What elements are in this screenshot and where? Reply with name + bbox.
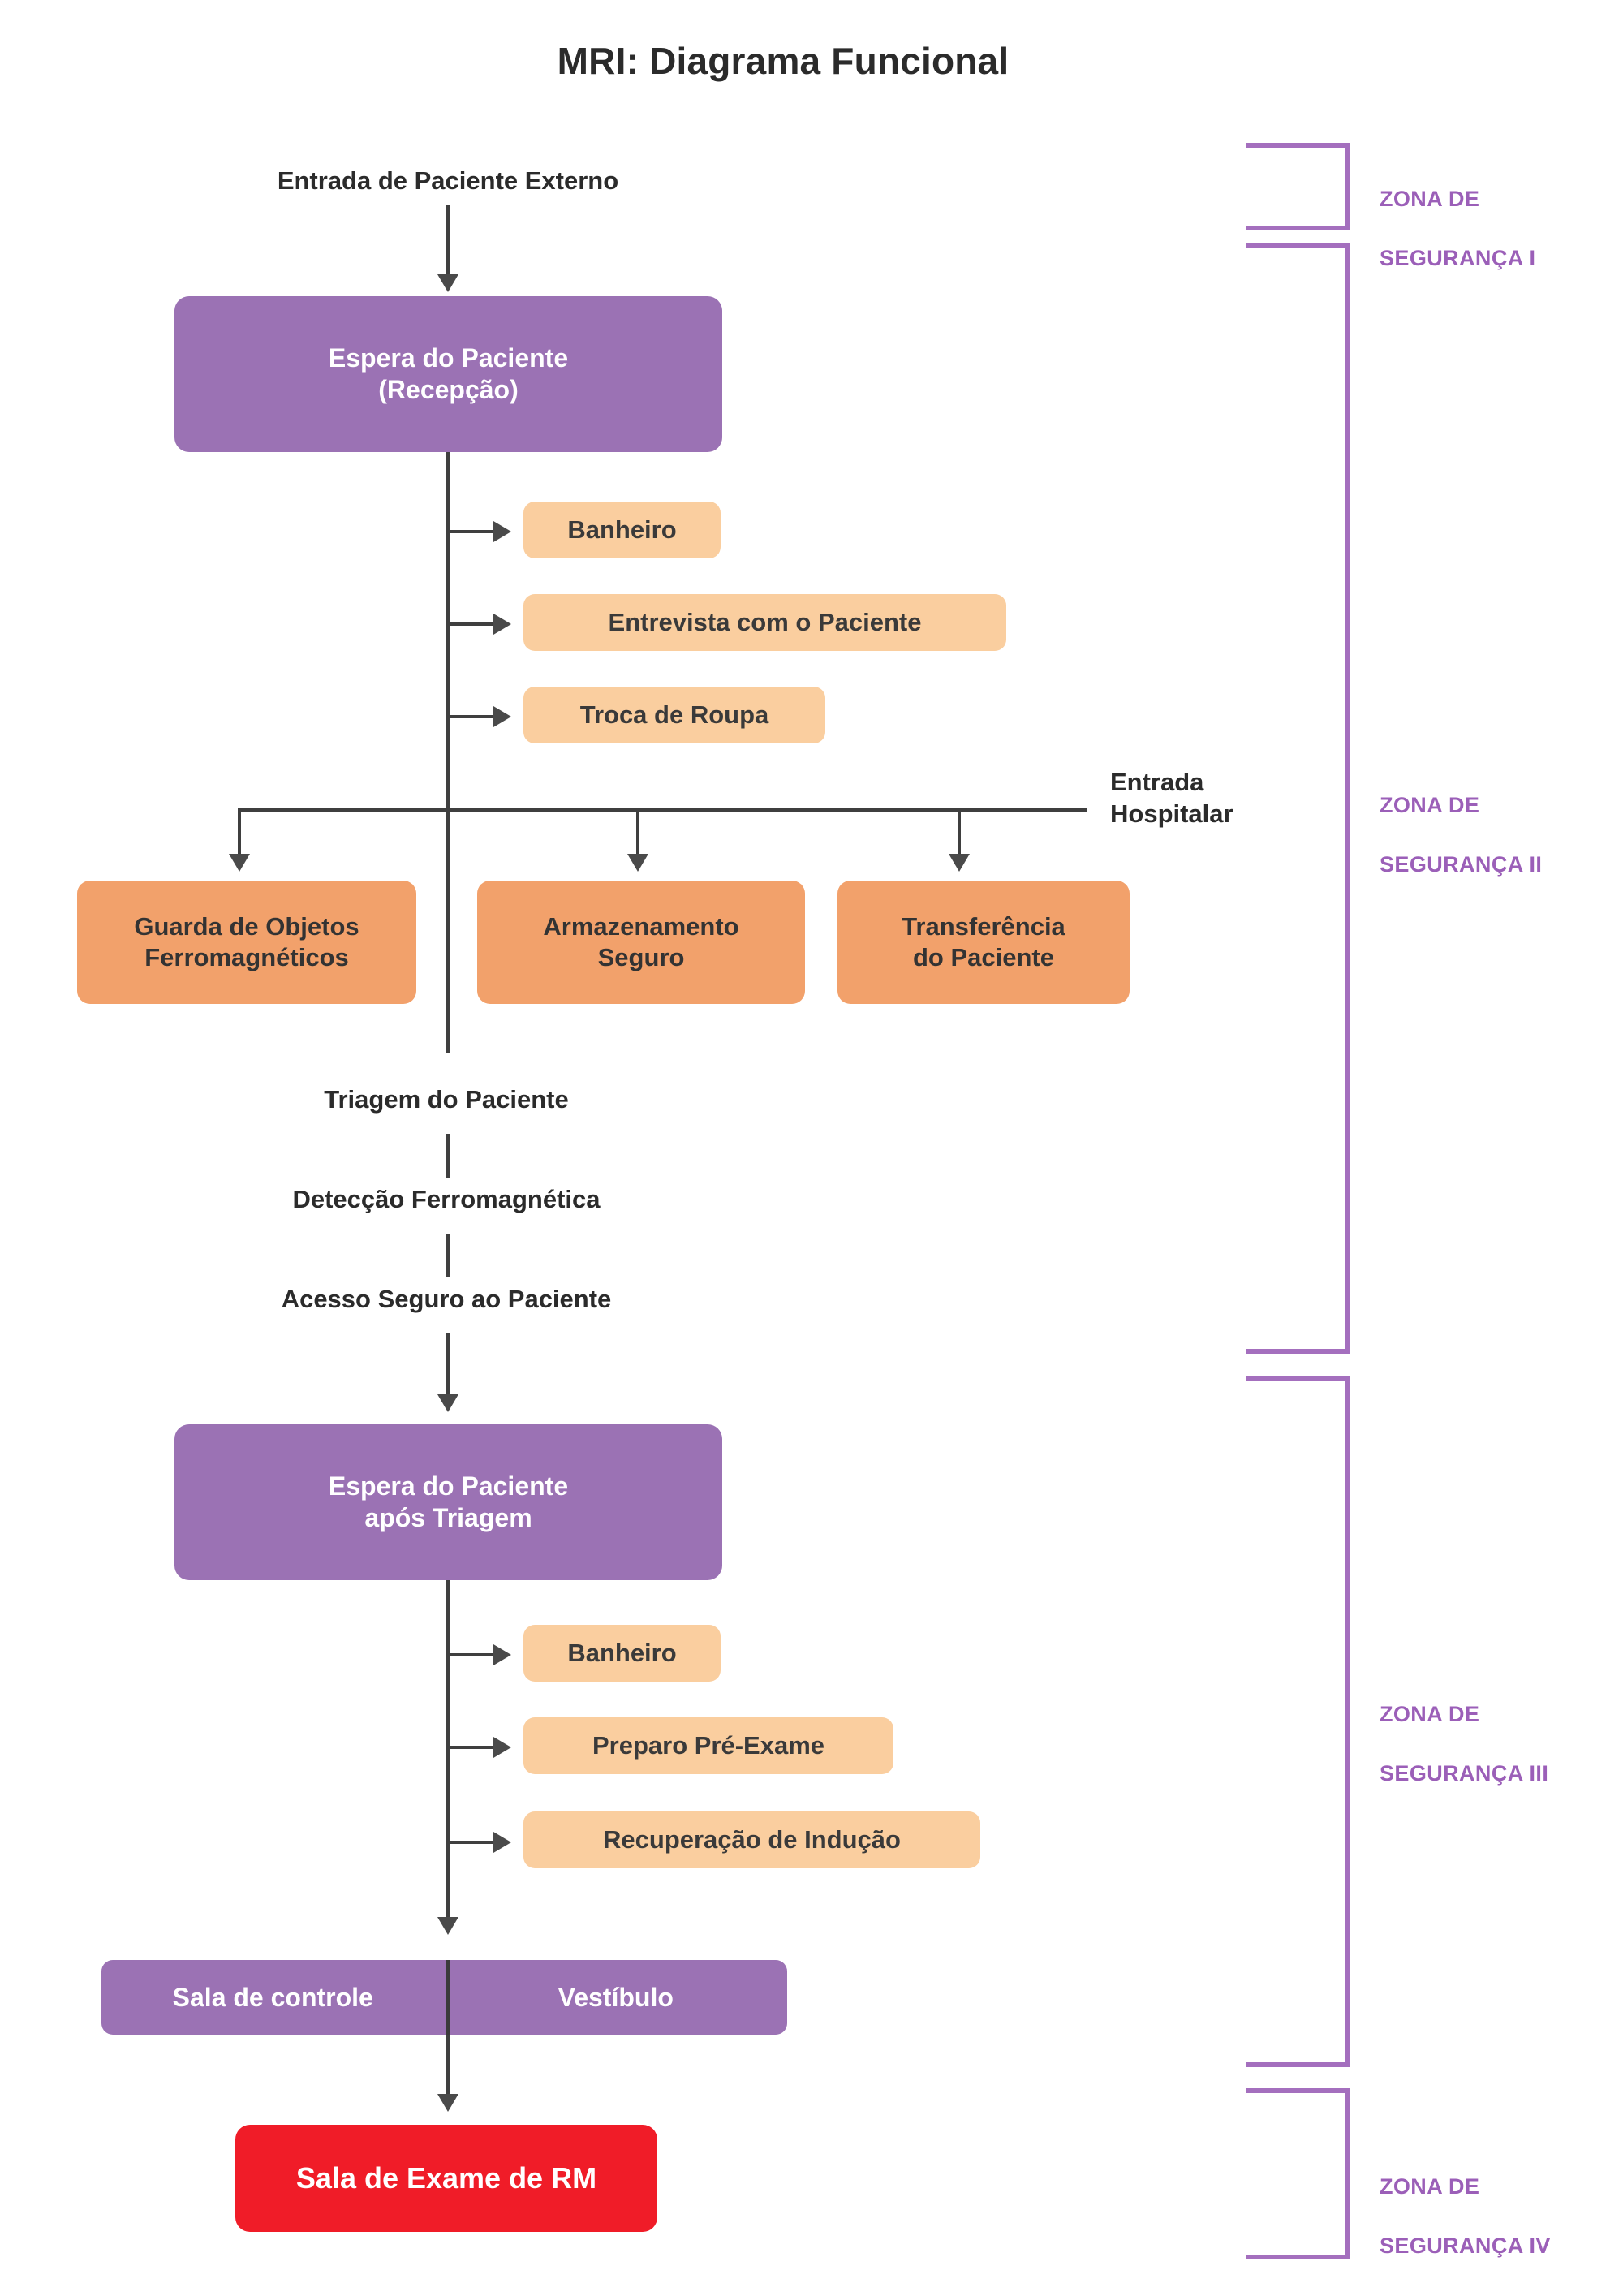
connector-splitbar-through <box>446 1960 450 2035</box>
node-post-screening-line1: Espera do Paciente <box>328 1471 569 1501</box>
screening-step-triagem: Triagem do Paciente <box>324 1085 569 1114</box>
connector-branch-preparo <box>446 1746 502 1749</box>
arrow-screening-to-post <box>437 1394 458 1412</box>
zone-label-4: ZONA DE SEGURANÇA IV <box>1380 2143 1551 2261</box>
arrow-drop-armazenamento <box>627 854 648 872</box>
zone-label-line1: ZONA DE <box>1380 793 1480 818</box>
node-reception-branch-troca[interactable]: Troca de Roupa <box>523 687 825 743</box>
connector-entry-to-reception <box>446 205 450 278</box>
node-label: Sala de Exame de RM <box>295 2161 597 2195</box>
screening-step-deteccao: Detecção Ferromagnética <box>292 1185 601 1213</box>
connector-branch-banheiro-1 <box>446 530 502 533</box>
arrow-branch-recuperacao <box>493 1832 511 1853</box>
node-reception-branch-banheiro[interactable]: Banheiro <box>523 502 721 558</box>
connector-branch-recuperacao <box>446 1841 502 1844</box>
connector-drop-transferencia <box>958 808 961 859</box>
arrow-branch-banheiro-2 <box>493 1644 511 1665</box>
arrow-branch-banheiro-1 <box>493 521 511 542</box>
arrow-spine-to-splitbar <box>437 1917 458 1935</box>
node-label: Troca de Roupa <box>579 700 769 730</box>
screening-step-acesso: Acesso Seguro ao Paciente <box>281 1285 612 1313</box>
zone-label-line2: SEGURANÇA II <box>1380 852 1543 877</box>
zone-label-1: ZONA DE SEGURANÇA I <box>1380 155 1535 274</box>
connector-splitbar-to-exam <box>446 2035 450 2098</box>
connector-drop-guarda <box>238 808 241 859</box>
node-control-room[interactable]: Sala de controle <box>101 1960 445 2035</box>
node-post-branch-preparo[interactable]: Preparo Pré-Exame <box>523 1717 893 1774</box>
connector-branch-entrevista <box>446 622 502 626</box>
node-vestibule[interactable]: Vestíbulo <box>445 1960 788 2035</box>
node-label-line1: Guarda de Objetos <box>134 912 359 941</box>
node-reception-branch-entrevista[interactable]: Entrevista com o Paciente <box>523 594 1006 651</box>
arrow-branch-troca <box>493 706 511 727</box>
arrow-branch-preparo <box>493 1737 511 1758</box>
node-label: Preparo Pré-Exame <box>592 1731 825 1760</box>
zone-label-line1: ZONA DE <box>1380 1702 1480 1727</box>
zone-bracket-3 <box>1246 1376 1350 2067</box>
zone-label-3: ZONA DE SEGURANÇA III <box>1380 1670 1548 1789</box>
zone-bracket-1 <box>1246 143 1350 230</box>
node-hospital-branch-armazenamento[interactable]: Armazenamento Seguro <box>477 881 805 1004</box>
node-hospital-branch-transferencia[interactable]: Transferência do Paciente <box>837 881 1130 1004</box>
page-title: MRI: Diagrama Funcional <box>557 40 1010 82</box>
outpatient-entry-label: Entrada de Paciente Externo <box>277 166 619 195</box>
zone-label-line2: SEGURANÇA I <box>1380 246 1536 271</box>
node-label: Banheiro <box>567 1639 677 1668</box>
node-label: Vestíbulo <box>558 1982 674 2012</box>
connector-spine-upper <box>446 452 450 1053</box>
connector-branch-banheiro-2 <box>446 1653 502 1656</box>
zone-bracket-2 <box>1246 243 1350 1354</box>
connector-screening-to-post <box>446 1333 450 1398</box>
connector-spine-lower <box>446 1580 450 1921</box>
zone-label-line1: ZONA DE <box>1380 187 1480 212</box>
node-label-line2: do Paciente <box>913 943 1054 971</box>
hospital-entry-label: Entrada Hospitalar <box>1110 767 1354 830</box>
node-post-screening-wait[interactable]: Espera do Paciente após Triagem <box>174 1424 722 1580</box>
arrow-splitbar-to-exam <box>437 2094 458 2112</box>
zone-label-2: ZONA DE SEGURANÇA II <box>1380 761 1542 880</box>
node-control-vestibule-bar[interactable]: Sala de controle Vestíbulo <box>101 1960 787 2035</box>
hospital-entry-line1: Entrada <box>1110 768 1204 796</box>
node-label-line1: Armazenamento <box>543 912 739 941</box>
connector-screening-2 <box>446 1234 450 1277</box>
node-label: Sala de controle <box>172 1982 373 2012</box>
arrow-entry-to-reception <box>437 274 458 292</box>
arrow-drop-guarda <box>229 854 250 872</box>
arrow-drop-transferencia <box>949 854 970 872</box>
node-post-branch-recuperacao[interactable]: Recuperação de Indução <box>523 1811 980 1868</box>
node-reception-line1: Espera do Paciente <box>328 342 569 373</box>
node-label-line1: Transferência <box>902 912 1065 941</box>
connector-hospital-bus <box>238 808 1087 812</box>
node-label-line2: Seguro <box>597 943 685 971</box>
node-reception[interactable]: Espera do Paciente (Recepção) <box>174 296 722 452</box>
hospital-entry-line2: Hospitalar <box>1110 799 1233 828</box>
node-label: Recuperação de Indução <box>603 1825 901 1854</box>
connector-screening-1 <box>446 1134 450 1178</box>
node-post-branch-banheiro[interactable]: Banheiro <box>523 1625 721 1682</box>
node-label: Banheiro <box>567 515 677 545</box>
arrow-branch-entrevista <box>493 614 511 635</box>
node-label-line2: Ferromagnéticos <box>144 943 349 971</box>
node-mr-exam-room[interactable]: Sala de Exame de RM <box>235 2125 657 2232</box>
node-hospital-branch-guarda[interactable]: Guarda de Objetos Ferromagnéticos <box>77 881 416 1004</box>
zone-label-line2: SEGURANÇA IV <box>1380 2234 1551 2259</box>
zone-label-line2: SEGURANÇA III <box>1380 1761 1549 1786</box>
zone-bracket-4 <box>1246 2088 1350 2259</box>
connector-drop-armazenamento <box>636 808 639 859</box>
node-reception-line2: (Recepção) <box>378 375 519 404</box>
connector-branch-troca <box>446 715 502 718</box>
zone-label-line1: ZONA DE <box>1380 2174 1480 2199</box>
node-label: Entrevista com o Paciente <box>608 608 922 637</box>
node-post-screening-line2: após Triagem <box>364 1503 532 1532</box>
